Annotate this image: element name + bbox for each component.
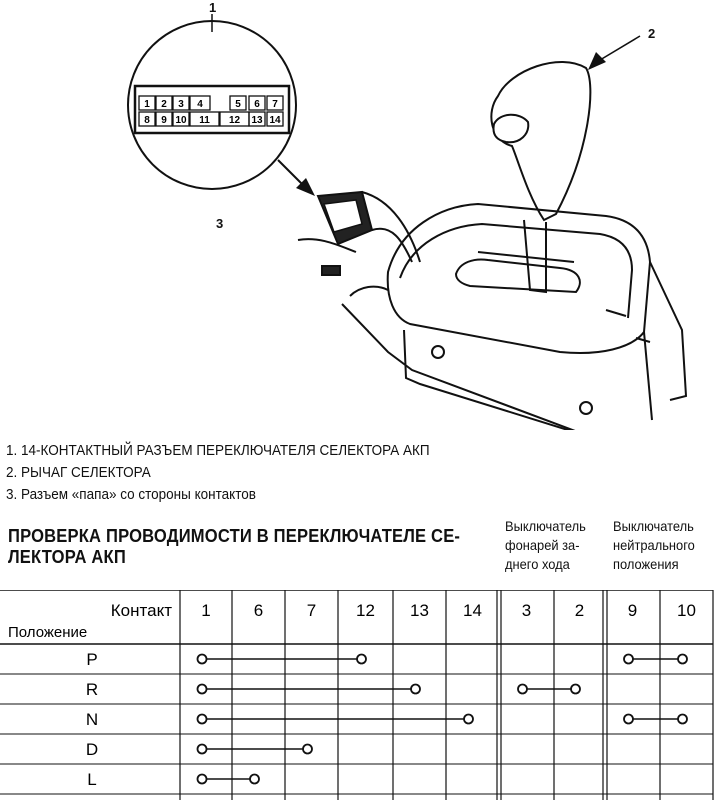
svg-text:4: 4: [197, 99, 203, 110]
position-R: R: [86, 680, 98, 699]
contact-header-12: 12: [356, 601, 375, 620]
continuity-link-P-9-10: [623, 653, 688, 665]
connector-pin-7: 7: [266, 95, 284, 111]
callout-2: 2: [648, 26, 656, 41]
continuity-link-N-1-14: [196, 713, 474, 725]
contact-label: Контакт: [111, 601, 172, 620]
position-label: Положение: [8, 624, 87, 641]
position-N: N: [86, 710, 98, 729]
svg-text:5: 5: [235, 99, 241, 110]
svg-text:10: 10: [175, 115, 187, 126]
zoom-arrow: [277, 159, 315, 196]
legend: 1. 14-КОНТАКТНЫЙ РАЗЪЕМ ПЕРЕКЛЮЧАТЕЛЯ СЕ…: [6, 440, 430, 506]
connector-zoom-circle: [127, 14, 297, 190]
contact-header-9: 9: [628, 601, 637, 620]
connector-pin-14: 14: [266, 111, 284, 127]
connector-pin-8: 8: [138, 111, 156, 127]
table-grid: [0, 590, 714, 800]
continuity-link-L-1-6: [196, 773, 260, 785]
svg-text:1: 1: [144, 99, 150, 110]
table-title: ПРОВЕРКА ПРОВОДИМОСТИ В ПЕРЕКЛЮЧАТЕЛЕ СЕ…: [8, 526, 461, 567]
selector-housing: [341, 202, 688, 430]
connector-pin-9: 9: [155, 111, 173, 127]
svg-text:14: 14: [269, 115, 281, 126]
connector-pin-2: 2: [155, 95, 173, 111]
svg-text:13: 13: [251, 115, 263, 126]
legend-item-1: 1. 14-КОНТАКТНЫЙ РАЗЪЕМ ПЕРЕКЛЮЧАТЕЛЯ СЕ…: [6, 442, 430, 459]
continuity-link-P-1-12: [196, 653, 367, 665]
position-D: D: [86, 740, 98, 759]
group-header-neutral-switch: Выключатель нейтрального положения: [613, 518, 695, 572]
connector-pin-4: 4: [189, 95, 211, 111]
contact-header-1: 1: [201, 601, 210, 620]
position-P: P: [86, 650, 97, 669]
svg-text:2: 2: [161, 99, 167, 110]
svg-text:7: 7: [272, 99, 278, 110]
contact-header-6: 6: [254, 601, 263, 620]
continuity-link-N-9-10: [623, 713, 688, 725]
continuity-link-R-1-13: [196, 683, 421, 695]
connector-pin-11: 11: [189, 111, 220, 127]
connector-pin-5: 5: [229, 95, 247, 111]
continuity-link-D-1-7: [196, 743, 313, 755]
continuity-links: [196, 653, 688, 785]
selector-lever: [490, 60, 592, 294]
callout-3: 3: [216, 216, 224, 231]
svg-text:12: 12: [229, 115, 241, 126]
svg-text:11: 11: [199, 115, 210, 126]
legend-item-2: 2. РЫЧАГ СЕЛЕКТОРА: [6, 464, 151, 481]
connector-pin-6: 6: [248, 95, 266, 111]
contact-header-14: 14: [463, 601, 482, 620]
connector-plug: [297, 190, 421, 276]
group-header-reverse-lamp: Выключатель фонарей за- днего хода: [505, 518, 586, 572]
contact-header-3: 3: [522, 601, 531, 620]
contact-header-13: 13: [410, 601, 429, 620]
position-L: L: [87, 770, 96, 789]
svg-text:9: 9: [161, 115, 167, 126]
svg-text:8: 8: [144, 115, 150, 126]
legend-item-3: 3. Разъем «папа» со стороны контактов: [6, 486, 256, 503]
connector-pin-3: 3: [172, 95, 190, 111]
contact-header-7: 7: [307, 601, 316, 620]
continuity-link-R-3-2: [517, 683, 581, 695]
callout-2-leader: [588, 35, 641, 70]
contact-header-2: 2: [575, 601, 584, 620]
svg-text:6: 6: [254, 99, 260, 110]
connector-pin-13: 13: [248, 111, 266, 127]
contact-headers: 1 6 7 12 13 14 3 2 9 10: [201, 601, 696, 620]
connector-pin-10: 10: [172, 111, 190, 127]
callout-1: 1: [209, 0, 217, 15]
connector-pin-1: 1: [138, 95, 156, 111]
contact-header-10: 10: [677, 601, 696, 620]
svg-text:3: 3: [178, 99, 184, 110]
